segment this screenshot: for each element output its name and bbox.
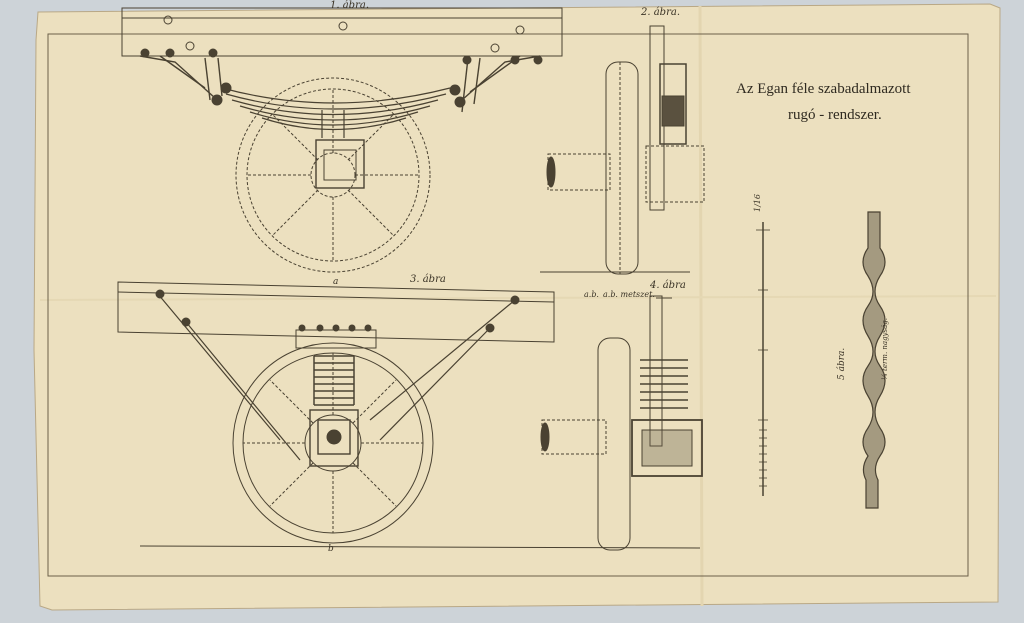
fig3-label: 3. ábra (410, 274, 446, 285)
bolts (140, 48, 543, 108)
figure-4-section (540, 295, 703, 551)
frame-beam (121, 7, 563, 57)
axle-box (315, 139, 365, 189)
fig4-label: 4. ábra (650, 280, 686, 291)
point-a-label: a (333, 277, 339, 287)
fig5-label: 5 ábra. (837, 347, 847, 380)
leaf-spring (221, 87, 451, 138)
figure-2-end-view (540, 25, 705, 275)
wheel-dashed (235, 77, 431, 273)
fig5-note: ¼ term. nagyság. (881, 318, 889, 380)
spring-plate-profile (862, 211, 886, 509)
fig1-label: 1. ábra. (330, 0, 370, 11)
figure-3-side-view (117, 281, 701, 549)
fig4-ab-label: a.b. (584, 290, 599, 299)
scale-label: 1/16 (753, 194, 762, 212)
fig4-section-label: a.b. metszet. (603, 290, 655, 299)
coil-spring (313, 355, 355, 406)
fig2-label: 2. ábra. (641, 7, 681, 18)
paper-sheet (33, 3, 1001, 611)
figure-5 (756, 211, 886, 509)
paper-fold (698, 5, 704, 607)
figure-1-side-view (121, 7, 563, 273)
title-line-1: Az Egan féle szabadalmazott (736, 81, 911, 97)
point-b-label: b (328, 544, 334, 554)
border-frame (47, 33, 969, 577)
title-line-2: rugó - rendszer. (788, 107, 882, 123)
